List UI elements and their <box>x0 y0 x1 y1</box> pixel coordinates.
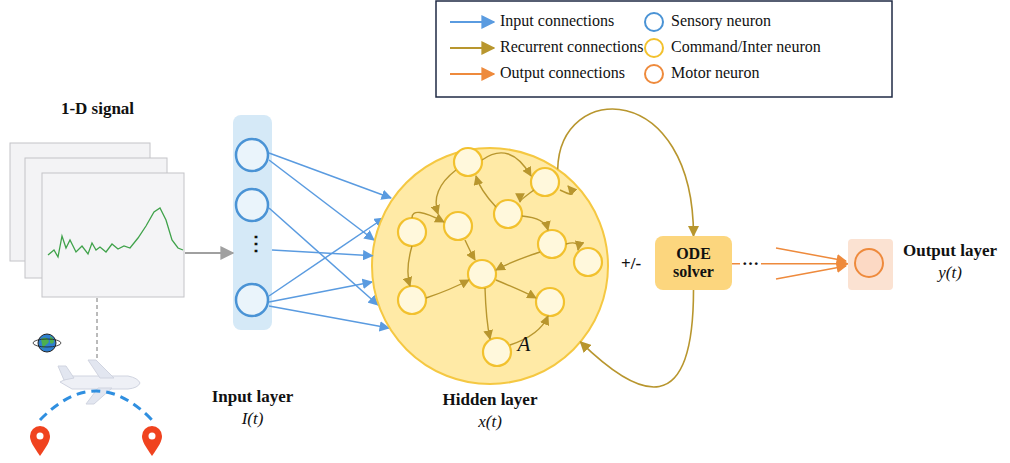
legend-sample <box>450 21 494 23</box>
recurrent-connection <box>476 176 496 207</box>
legend-text: Recurrent connections <box>500 38 644 56</box>
motor-neuron <box>854 248 884 278</box>
command-neuron <box>538 230 566 258</box>
legend-sample <box>450 73 494 75</box>
signal-panels <box>10 143 184 297</box>
location-pin <box>30 426 50 456</box>
node-text: ODE solver <box>659 245 728 282</box>
node-text: x(t) <box>372 412 608 432</box>
sensory-neuron <box>236 189 268 221</box>
output-box: Output layery(t) <box>848 239 893 290</box>
recurrent-connection <box>485 288 490 339</box>
node-text: A <box>512 332 536 356</box>
location-pin <box>142 426 162 456</box>
signal-panels <box>42 173 184 297</box>
connector <box>185 252 233 254</box>
recurrent-connection <box>412 212 444 222</box>
connector <box>272 250 372 256</box>
command-neuron <box>536 288 564 316</box>
node-text: Hidden layer <box>372 390 608 410</box>
airplane-icon <box>58 366 74 380</box>
recurrent-connection <box>520 190 534 202</box>
node-text: Output layer <box>900 241 1000 261</box>
command-neuron <box>454 148 482 176</box>
recurrent-connection <box>482 153 531 176</box>
sensory-neuron <box>236 139 268 171</box>
command-neuron <box>494 200 522 228</box>
input-connection <box>269 160 374 240</box>
ode-solver-box: ODE solver <box>655 236 732 290</box>
recurrent-connection <box>566 243 578 250</box>
legend-sample <box>645 13 663 31</box>
hidden-layer-circle <box>372 148 608 384</box>
globe-icon <box>33 339 61 347</box>
location-pin <box>142 426 162 456</box>
recurrent-connection <box>408 246 412 286</box>
location-pin <box>37 433 44 440</box>
flight-path <box>40 391 152 420</box>
hidden-layer: AHidden layerx(t) <box>372 148 608 384</box>
recurrent-connection <box>465 240 475 260</box>
recurrent-connection <box>426 280 469 298</box>
command-neuron <box>574 248 602 276</box>
ellipsis-mark: ⋮ <box>246 232 266 255</box>
globe-icon <box>33 334 61 352</box>
command-neuron <box>531 168 559 196</box>
input-layer: Input layerI(t) <box>233 115 272 330</box>
input-connection <box>269 218 384 296</box>
input-band <box>233 115 272 330</box>
location-pin <box>30 426 50 456</box>
location-pin <box>149 433 156 440</box>
recurrent-connection <box>560 186 573 194</box>
leader-line <box>97 298 98 368</box>
input-connection <box>269 153 391 328</box>
legend-sample <box>450 47 494 49</box>
legend-box <box>436 1 892 97</box>
node-text: Input layer <box>183 387 322 407</box>
input-connection <box>269 306 389 328</box>
connector <box>580 290 693 387</box>
legend-sample <box>645 65 663 83</box>
input-connection <box>269 282 372 302</box>
command-neuron <box>483 338 511 366</box>
command-neuron <box>398 286 426 314</box>
command-neuron <box>398 148 602 366</box>
signal-panel: 1-D signal <box>10 143 185 297</box>
ellipsis-mark: … <box>740 250 761 270</box>
sensory-neuron <box>236 284 268 316</box>
signal-panels <box>48 208 183 257</box>
recurrent-connection <box>436 170 456 214</box>
recurrent-connection <box>496 280 536 298</box>
node-text: I(t) <box>183 409 322 429</box>
legend-sample <box>645 39 663 57</box>
node-text: y(t) <box>900 263 1000 283</box>
output-connection <box>776 248 846 261</box>
command-neuron <box>444 212 472 240</box>
globe-icon <box>38 334 56 352</box>
connector <box>558 109 694 236</box>
legend-text: Command/Inter neuron <box>671 38 821 56</box>
recurrent-connection <box>496 252 540 270</box>
node-text: 1-D signal <box>10 99 185 119</box>
recurrent-connection <box>522 216 548 230</box>
recurrent-connection <box>408 153 578 345</box>
command-neuron <box>398 218 426 246</box>
airplane-icon <box>88 360 114 378</box>
legend-text: Sensory neuron <box>671 12 771 30</box>
command-neuron <box>468 260 496 288</box>
legend-text: Input connections <box>500 12 614 30</box>
output-connection <box>776 266 846 279</box>
legend-text: Motor neuron <box>671 64 759 82</box>
input-connection <box>269 153 391 198</box>
legend-text: Output connections <box>500 64 625 82</box>
sign-label: +/- <box>621 254 641 274</box>
input-connection <box>269 208 378 305</box>
